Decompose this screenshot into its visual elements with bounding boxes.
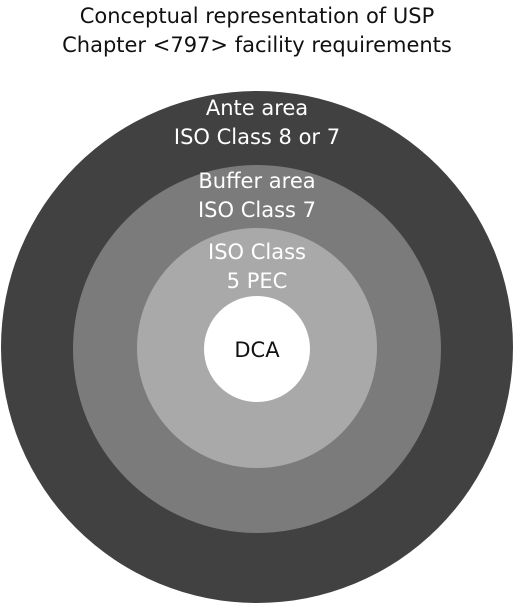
buffer-area-class-label: ISO Class 7: [198, 198, 316, 222]
title-line-1: Conceptual representation of USP: [79, 4, 435, 28]
pec-label: 5 PEC: [227, 269, 288, 293]
buffer-area-label: Buffer area: [198, 169, 315, 193]
dca-label: DCA: [234, 338, 280, 362]
ante-area-label: Ante area: [206, 96, 308, 120]
dca-core-circle: [204, 296, 310, 402]
ante-area-class-label: ISO Class 8 or 7: [174, 125, 340, 149]
diagram-title: Conceptual representation of USP Chapter…: [0, 2, 514, 60]
title-line-2: Chapter <797> facility requirements: [62, 33, 452, 57]
pec-class-label: ISO Class: [208, 240, 306, 264]
